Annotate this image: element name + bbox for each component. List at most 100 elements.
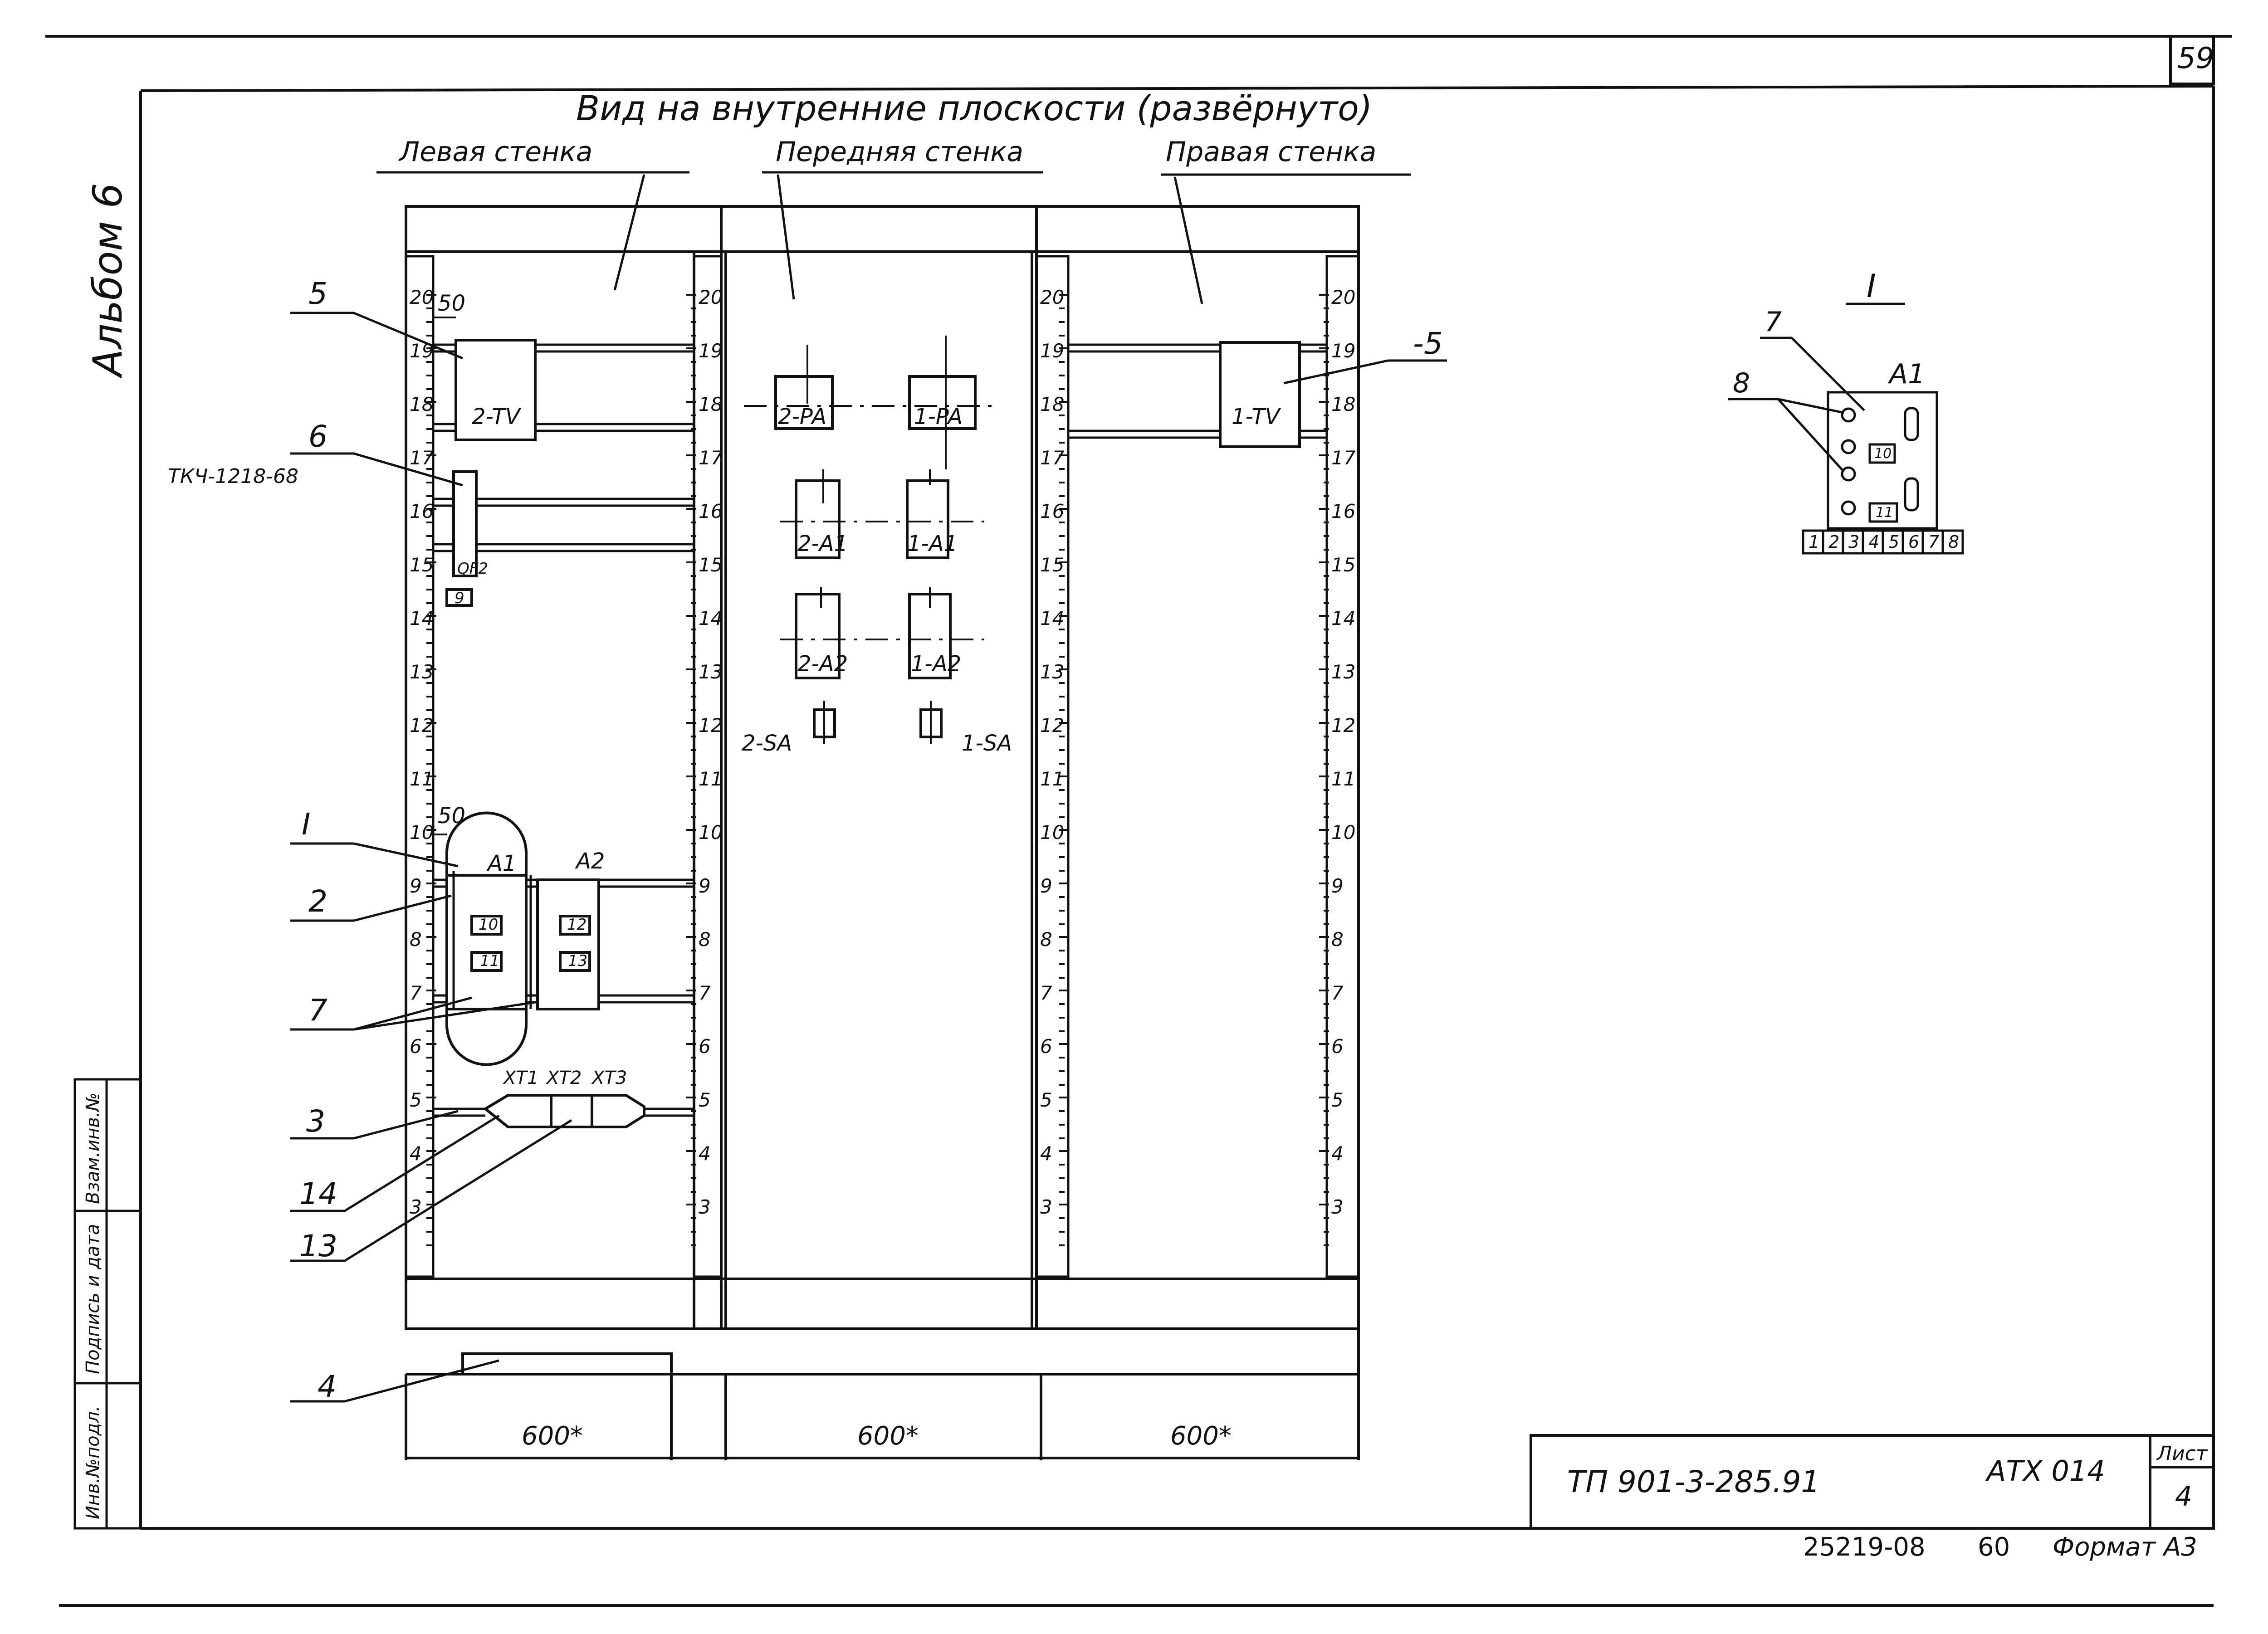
meter-1pa — [908, 375, 977, 430]
ruler-label: 18 — [1331, 393, 1355, 415]
terminal-number: 2 — [1828, 532, 1839, 552]
stamp-inv-podl: Инв.№подл. — [83, 1405, 103, 1519]
ruler-label: 8 — [1331, 928, 1344, 951]
frame-inner-top-line — [140, 85, 2214, 92]
ruler-label: 5 — [699, 1089, 711, 1111]
ruler-label: 7 — [699, 982, 711, 1004]
ruler-label: 11 — [1331, 768, 1355, 790]
detail-callout-8: 8 — [1733, 367, 1750, 399]
ruler-label: 6 — [1331, 1035, 1344, 1058]
device-2a1 — [795, 479, 841, 559]
label-qf2: QF2 — [457, 560, 488, 578]
callout-5-right: -5 — [1413, 326, 1443, 361]
callout-14: 14 — [299, 1176, 337, 1211]
code: АТХ 014 — [1985, 1454, 2105, 1488]
ruler-label: 14 — [1040, 607, 1064, 629]
ruler-label: 14 — [699, 607, 723, 629]
detail-I — [1728, 302, 1938, 530]
ruler-label: 12 — [699, 714, 723, 737]
ruler-label: 19 — [1040, 340, 1064, 362]
ruler-label: 12 — [410, 714, 434, 737]
callout-leaders — [290, 312, 1447, 1403]
page-number: 59 — [2177, 42, 2214, 75]
dimension-50-top: 50 — [438, 291, 465, 316]
ruler-label: 9 — [1040, 875, 1052, 897]
label-a1: A1 — [486, 851, 516, 876]
ruler-label: 11 — [1040, 768, 1064, 790]
detail-label-a1: A1 — [1887, 358, 1925, 390]
callout-2: 2 — [308, 884, 327, 919]
ruler-label: 13 — [410, 661, 434, 683]
box-12 — [559, 915, 591, 936]
box-11 — [470, 951, 503, 972]
ruler-label: 18 — [410, 393, 434, 415]
ruler-label: 7 — [1331, 982, 1344, 1004]
ruler-label: 9 — [1331, 875, 1344, 897]
callout-6-spec: ТКЧ-1218-68 — [168, 465, 298, 488]
right-wall-title: Правая стенка — [1166, 136, 1376, 168]
ruler-label: 20 — [699, 286, 723, 308]
title-block-frame — [1530, 1434, 2215, 1530]
label-1tv: 1-TV — [1232, 404, 1281, 429]
ruler-label: 15 — [1331, 554, 1355, 576]
detail-box10: 10 — [1874, 446, 1892, 462]
callout-3: 3 — [306, 1104, 325, 1139]
label-1a1: 1-A1 — [907, 531, 958, 556]
terminal-number: 1 — [1809, 532, 1819, 552]
ruler-label: 6 — [699, 1035, 711, 1058]
callout-4: 4 — [318, 1369, 337, 1404]
ruler-label: 19 — [1331, 340, 1355, 362]
ruler-label: 13 — [699, 661, 723, 683]
ruler-label: 17 — [1331, 447, 1356, 469]
detail-box11: 11 — [1876, 505, 1893, 521]
ruler-label: 20 — [1040, 286, 1064, 308]
order-number: 25219-08 — [1803, 1532, 1926, 1562]
dimension-50-bottom: 50 — [438, 803, 465, 829]
ruler-label: 17 — [410, 447, 434, 469]
module-a1 — [445, 874, 528, 1010]
copy-number: 60 — [1978, 1532, 2010, 1562]
ruler-label: 12 — [1040, 714, 1064, 737]
label-box12: 12 — [567, 916, 587, 934]
ruler-label: 8 — [699, 928, 711, 951]
ruler-label: 17 — [1040, 447, 1065, 469]
label-box10: 10 — [479, 916, 498, 934]
terminal-number: 3 — [1848, 532, 1859, 552]
front-wall-title: Передняя стенка — [776, 136, 1023, 168]
left-wall-leader — [613, 174, 645, 291]
a1-bottom-cap — [445, 1008, 528, 1066]
sheet-label: Лист — [2156, 1442, 2208, 1465]
ruler-label: 12 — [1331, 714, 1355, 737]
breaker-qf2 — [452, 470, 478, 577]
cabinet-outline — [405, 205, 1360, 1460]
label-xt2: XT2 — [546, 1068, 582, 1088]
width-left: 600* — [522, 1421, 583, 1451]
callout-13: 13 — [299, 1229, 337, 1263]
device-2a2 — [795, 593, 841, 679]
ruler-label: 7 — [1040, 982, 1052, 1004]
ruler-label: 20 — [1331, 286, 1355, 308]
label-2pa: 2-PA — [778, 404, 826, 429]
module-a2 — [536, 878, 600, 1010]
callout-6: 6 — [308, 419, 327, 454]
label-1a2: 1-A2 — [911, 651, 961, 677]
designation: ТП 901-3-285.91 — [1567, 1464, 1820, 1499]
ruler-label: 4 — [1331, 1142, 1344, 1165]
stamp-podpis: Подпись и дата — [83, 1224, 103, 1374]
ruler-label: 6 — [1040, 1035, 1052, 1058]
label-a2: A2 — [575, 849, 605, 874]
ruler-label: 10 — [1040, 821, 1064, 844]
terminal-number: 8 — [1948, 532, 1959, 552]
ruler-label: 4 — [410, 1142, 422, 1165]
box-9 — [445, 588, 473, 607]
ruler-label: 8 — [410, 928, 422, 951]
ruler-label: 9 — [699, 875, 711, 897]
label-1pa: 1-PA — [914, 404, 963, 429]
terminal-xt3 — [591, 1094, 645, 1128]
label-2tv: 2-TV — [472, 404, 522, 429]
ruler-label: 14 — [1331, 607, 1355, 629]
callout-7: 7 — [308, 993, 327, 1028]
label-xt1: XT1 — [503, 1068, 538, 1088]
ruler-label: 3 — [1040, 1196, 1052, 1218]
